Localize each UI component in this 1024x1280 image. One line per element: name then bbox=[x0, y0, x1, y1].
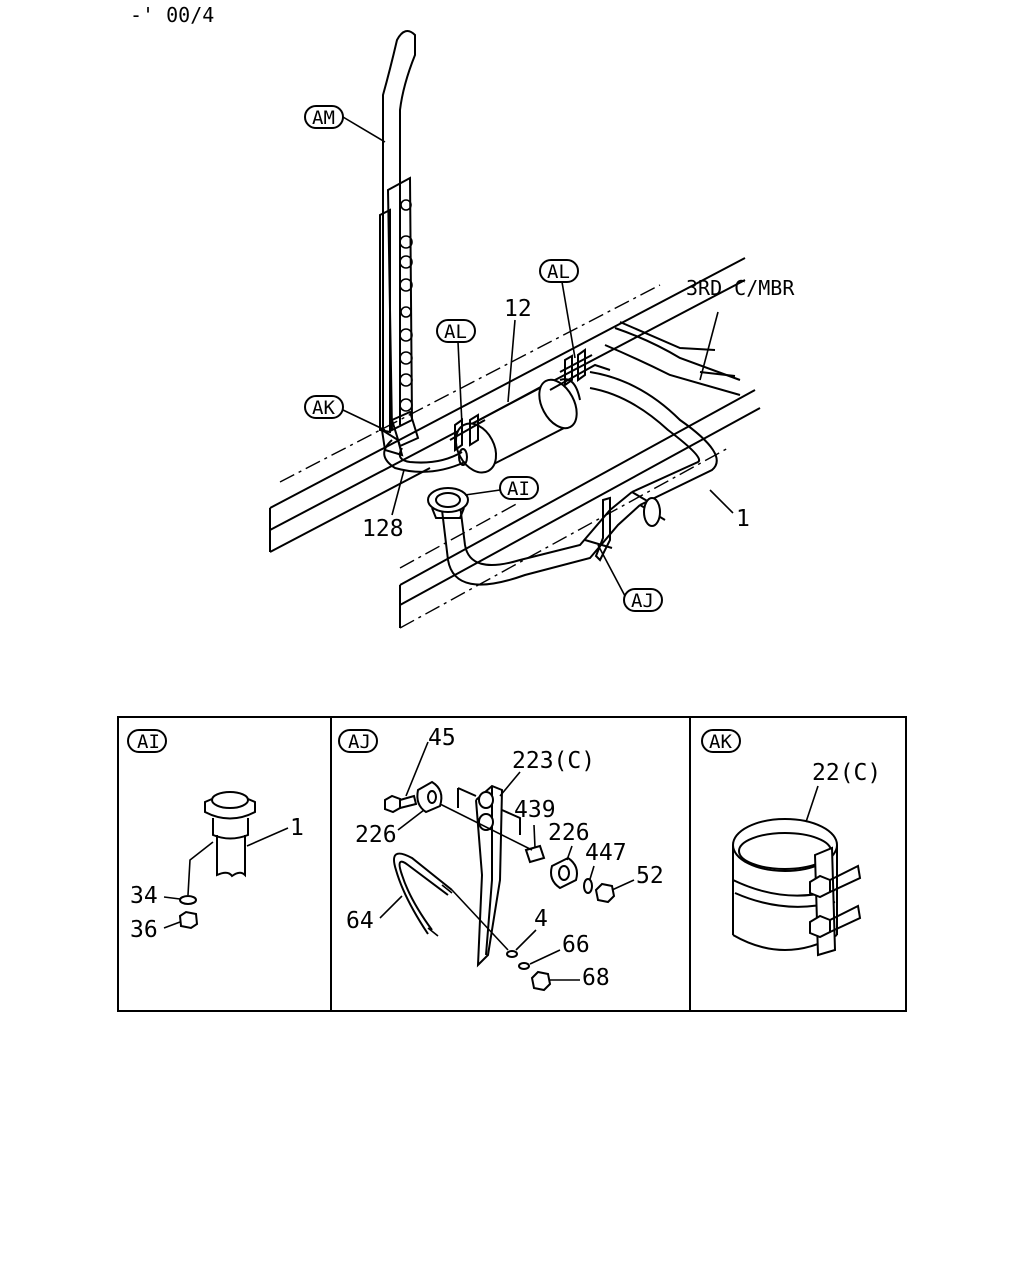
callout-ai: AI bbox=[464, 476, 539, 500]
svg-text:AJ: AJ bbox=[631, 590, 654, 612]
u-bolt-64 bbox=[393, 852, 453, 937]
aj-part-52: 52 bbox=[636, 863, 664, 889]
washer-66 bbox=[518, 962, 530, 970]
svg-text:AL: AL bbox=[444, 321, 467, 343]
frame-label: 3RD C/MBR bbox=[686, 276, 795, 300]
detail-ai: AI 1 34 36 bbox=[127, 729, 304, 943]
callout-am: AM bbox=[304, 105, 386, 143]
nut-52 bbox=[594, 882, 616, 904]
aj-part-4: 4 bbox=[534, 906, 548, 932]
aj-part-439: 439 bbox=[514, 797, 556, 823]
aj-part-68: 68 bbox=[582, 965, 610, 991]
hanger-bracket bbox=[584, 496, 613, 562]
ai-part-34: 34 bbox=[130, 883, 158, 909]
third-cross-member bbox=[604, 311, 741, 396]
frame-rail-front bbox=[399, 389, 761, 629]
pipe-flange bbox=[427, 487, 469, 519]
exhaust-stack bbox=[379, 30, 420, 457]
nut-36 bbox=[178, 910, 199, 930]
part-label-1: 1 bbox=[736, 506, 750, 532]
svg-text:AL: AL bbox=[547, 261, 570, 283]
flange-pipe bbox=[204, 791, 256, 878]
main-assembly: AM AL AL AK AI AJ 3RD C/MBR bbox=[269, 30, 795, 629]
svg-text:AM: AM bbox=[312, 107, 335, 129]
detail-ak: AK 22(C) bbox=[701, 729, 881, 957]
callout-ak: AK bbox=[304, 395, 386, 431]
detail-ai-title: AI bbox=[137, 731, 160, 753]
washer-4 bbox=[451, 889, 518, 958]
aj-part-64: 64 bbox=[346, 908, 374, 934]
bracket-223 bbox=[457, 784, 521, 968]
ai-part-1: 1 bbox=[290, 815, 304, 841]
rubber-226-left bbox=[416, 780, 443, 814]
aj-part-45: 45 bbox=[428, 725, 456, 751]
ai-part-36: 36 bbox=[130, 917, 158, 943]
tail-pipe bbox=[441, 371, 718, 586]
callout-al-left: AL bbox=[436, 319, 476, 426]
page-code: -' 00/4 bbox=[130, 3, 214, 27]
ak-part-22c: 22(C) bbox=[812, 760, 881, 786]
clamp-al-right bbox=[559, 348, 593, 387]
muffler bbox=[454, 363, 611, 474]
washer-34 bbox=[179, 895, 197, 905]
part-label-128: 128 bbox=[362, 516, 404, 542]
washer-447 bbox=[583, 878, 593, 894]
detail-aj: AJ 45 226 223(C) bbox=[338, 725, 664, 992]
callout-al-right: AL bbox=[539, 259, 579, 359]
rubber-226-right bbox=[550, 856, 578, 890]
svg-text:AK: AK bbox=[312, 397, 335, 419]
svg-text:AI: AI bbox=[507, 478, 530, 500]
aj-part-226-left: 226 bbox=[355, 822, 397, 848]
bolt-45 bbox=[384, 794, 418, 814]
nut-68 bbox=[530, 970, 552, 992]
detail-aj-title: AJ bbox=[348, 731, 371, 753]
aj-part-226-right: 226 bbox=[548, 820, 590, 846]
aj-part-447: 447 bbox=[585, 840, 627, 866]
frame-rail-back bbox=[269, 257, 746, 553]
aj-part-223c: 223(C) bbox=[512, 748, 595, 774]
detail-ak-title: AK bbox=[709, 731, 732, 753]
clamp-al-left bbox=[449, 413, 486, 452]
clamp-22 bbox=[732, 818, 862, 957]
part-label-12: 12 bbox=[504, 296, 532, 322]
aj-part-66: 66 bbox=[562, 932, 590, 958]
callout-aj: AJ bbox=[597, 544, 663, 612]
detail-panels bbox=[117, 716, 907, 1012]
